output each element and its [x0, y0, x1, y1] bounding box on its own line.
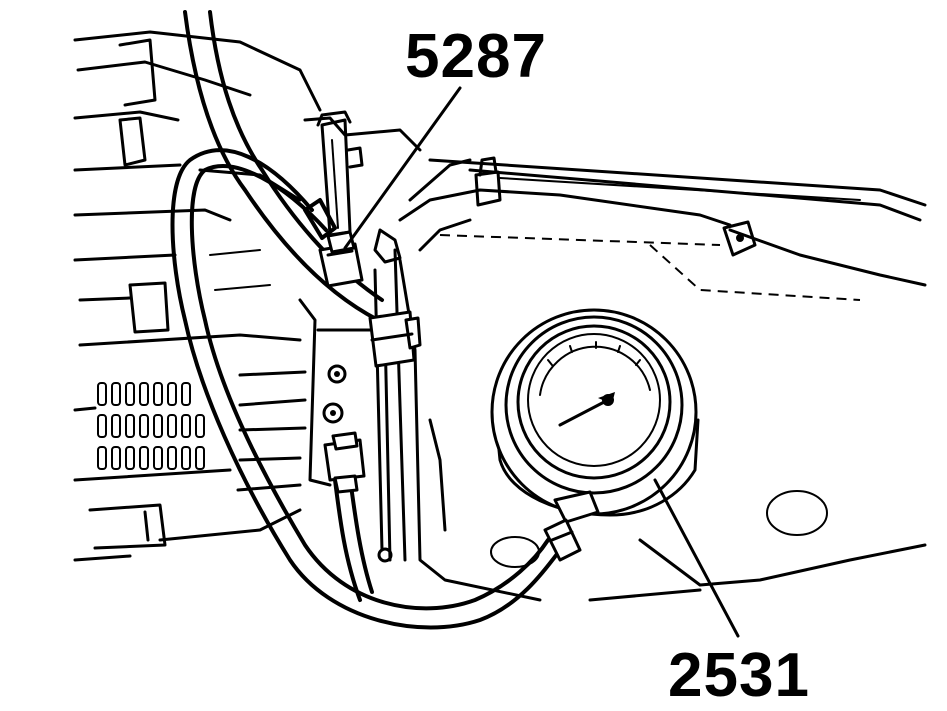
housing — [398, 156, 927, 602]
hose-fitting-lower — [323, 431, 366, 494]
hose-fitting-top — [318, 230, 364, 288]
leader-line-2531 — [653, 478, 740, 638]
gauge-needle — [558, 392, 615, 427]
vent-grille — [97, 382, 205, 470]
leader-line-5287 — [343, 86, 462, 250]
hose-fitting-middle — [368, 310, 422, 368]
hose-line — [170, 10, 562, 630]
callout-label-2531: 2531 — [668, 641, 810, 710]
callout-label-5287: 5287 — [405, 22, 547, 91]
pressure-gauge — [490, 308, 700, 562]
engine-block — [73, 30, 322, 562]
